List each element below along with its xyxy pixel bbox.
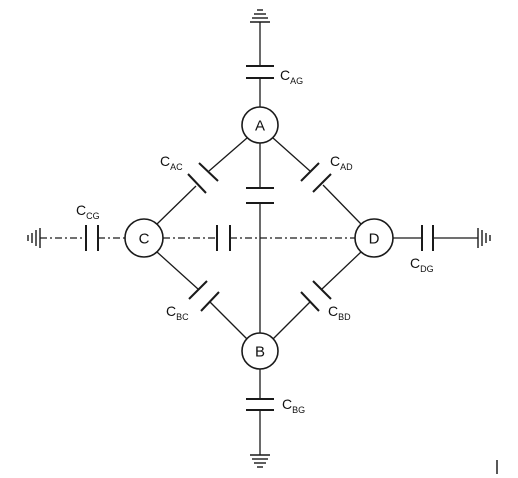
ground-symbol-left — [27, 228, 41, 248]
capacitor-dg — [421, 225, 434, 251]
node-b: B — [241, 332, 279, 370]
label-c-ad: CAD — [330, 153, 353, 172]
wire-a-c — [156, 137, 248, 225]
node-a: A — [241, 106, 279, 144]
wire-c-b — [156, 251, 248, 340]
ground-symbol-bottom — [250, 454, 270, 468]
ground-symbol-top — [250, 9, 270, 23]
node-c-label: C — [139, 231, 150, 248]
label-c-bd: CBD — [328, 303, 351, 322]
label-c-ac: CAC — [160, 153, 183, 172]
ground-symbol-right — [477, 228, 491, 248]
capacitor-cd — [216, 225, 231, 251]
capacitor-ab — [246, 187, 274, 204]
node-d: D — [354, 218, 394, 258]
label-c-bc: CBC — [166, 303, 189, 322]
node-d-label: D — [369, 231, 380, 248]
label-c-cg: CCG — [76, 202, 100, 221]
node-a-label: A — [255, 118, 265, 135]
label-c-ag: CAG — [280, 67, 303, 86]
node-c: C — [124, 218, 164, 258]
wire-d-b — [272, 251, 362, 340]
capacitor-cg — [85, 225, 99, 251]
label-c-bg: CBG — [282, 396, 305, 415]
capacitor-bg — [246, 398, 274, 411]
label-c-dg: CDG — [410, 255, 434, 274]
capacitor-ag — [246, 65, 274, 79]
node-b-label: B — [255, 344, 265, 361]
wire-a-d — [272, 137, 362, 225]
